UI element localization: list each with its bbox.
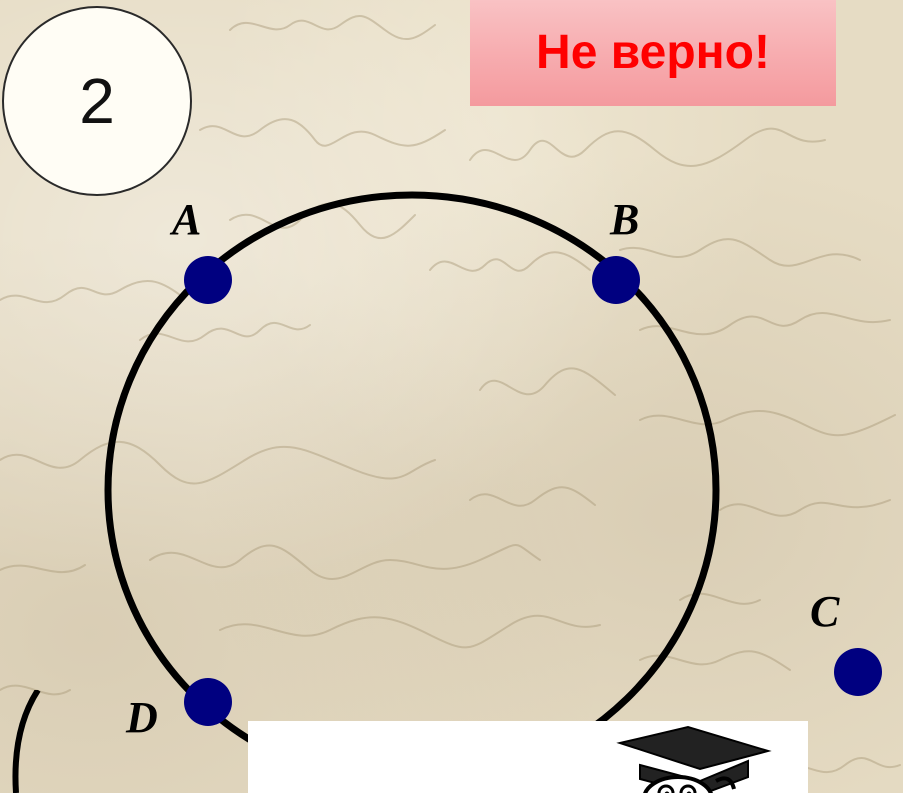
picture-panel <box>248 721 808 793</box>
point-label-d: D <box>125 693 158 742</box>
graduation-cap-cartoon-icon <box>616 725 772 793</box>
point-d[interactable] <box>184 678 232 726</box>
feedback-text: Не верно! <box>536 26 770 79</box>
point-a[interactable] <box>184 256 232 304</box>
point-label-c: C <box>810 587 840 636</box>
slide-number-badge: 2 <box>2 6 192 196</box>
partial-circle-arc <box>12 690 41 793</box>
point-label-a: A <box>169 195 201 244</box>
point-c[interactable] <box>834 648 882 696</box>
point-label-b: B <box>609 195 639 244</box>
slide-number: 2 <box>79 65 115 137</box>
point-b[interactable] <box>592 256 640 304</box>
feedback-banner: Не верно! <box>470 0 836 106</box>
